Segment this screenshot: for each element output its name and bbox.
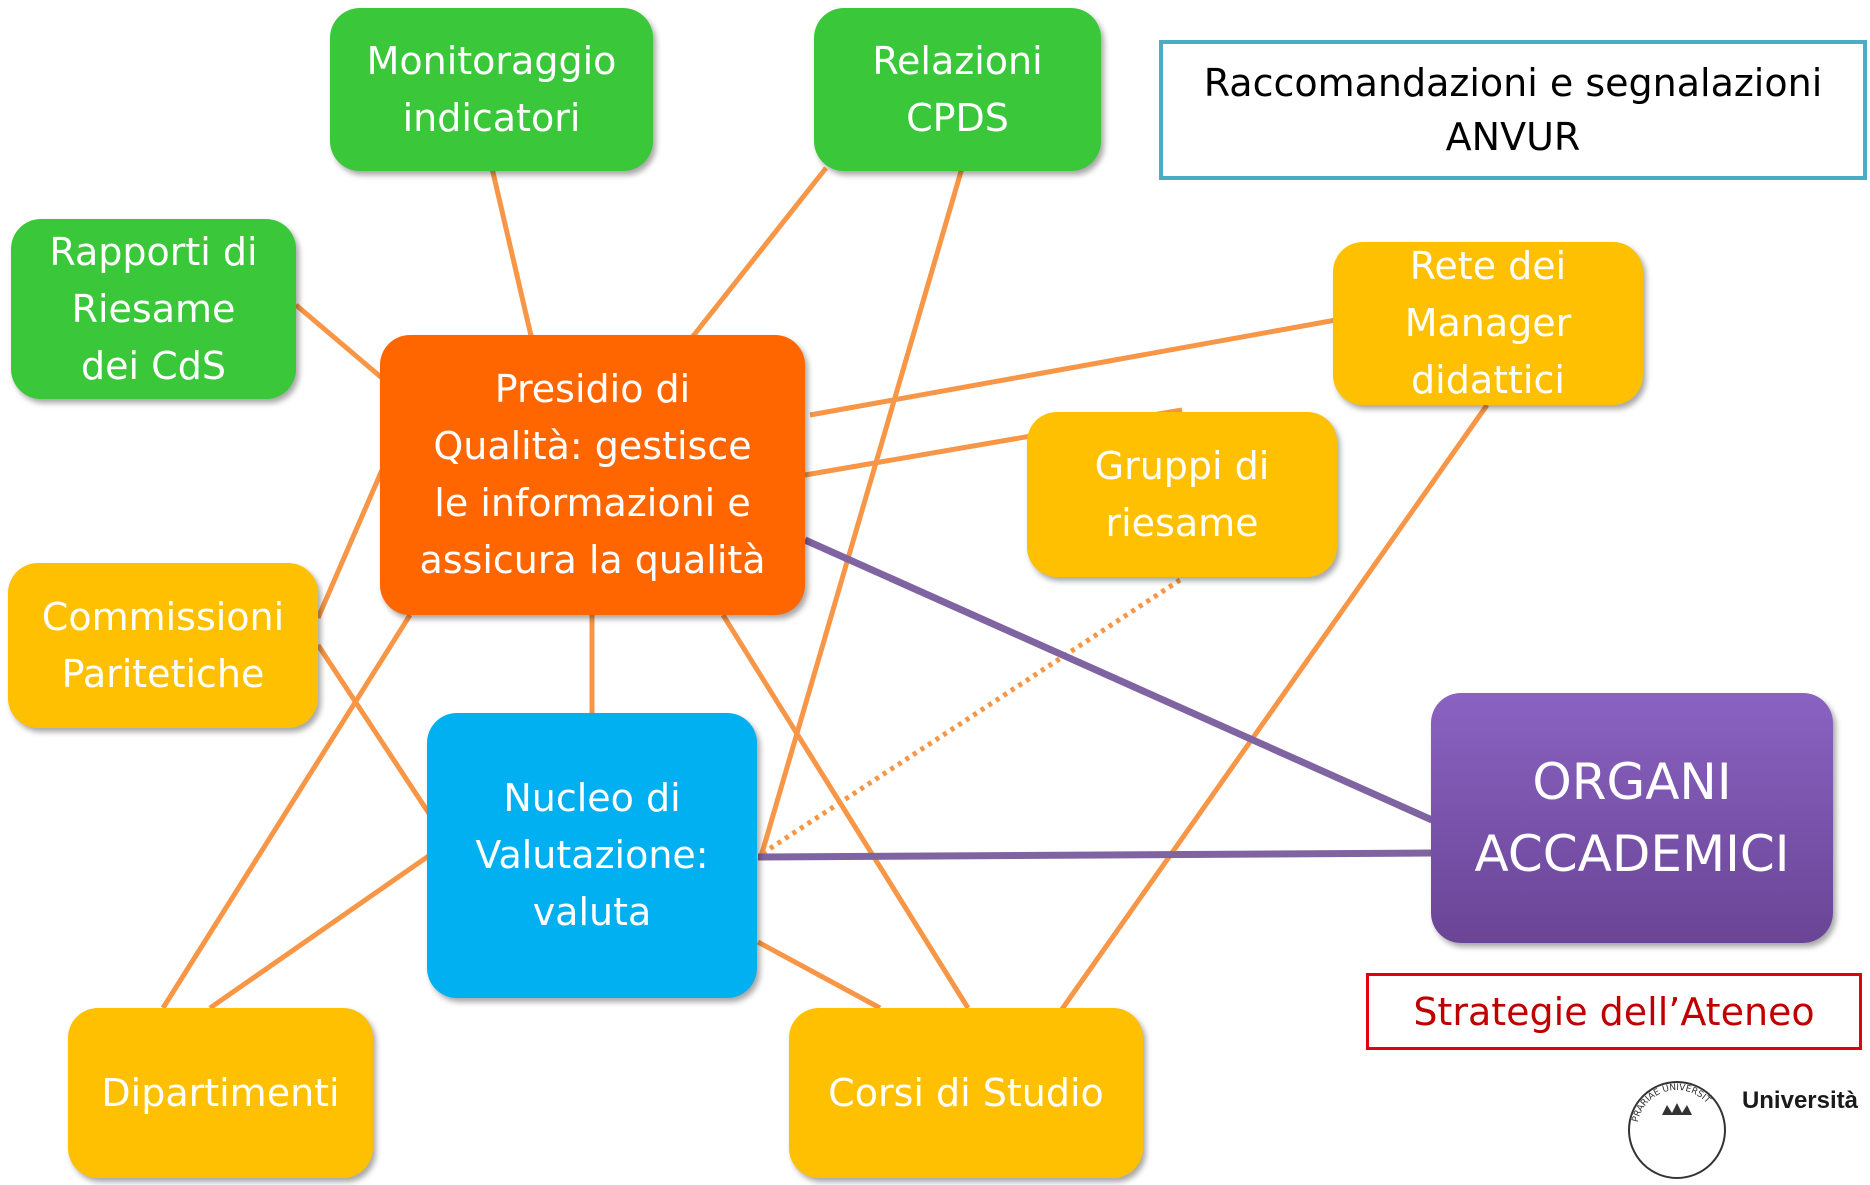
edge-rete-presidio <box>809 317 1337 418</box>
node-rapporti-di-riesame[interactable]: Rapporti di Riesame dei CdS <box>11 219 296 399</box>
strategie-ateneo-note: Strategie dell’Ateneo <box>1366 973 1862 1050</box>
edge-monitoraggio-presidio <box>489 167 535 341</box>
edge-nucleo-dipartimenti <box>208 852 432 1011</box>
node-commissioni-paritetiche[interactable]: Commissioni Paritetiche <box>8 563 318 728</box>
edge-presidio-dipartimenti <box>160 613 413 1010</box>
university-seal-icon: PRARIAE UNIVERSIT <box>1627 1081 1726 1179</box>
node-rete-manager-didattici[interactable]: Rete dei Manager didattici <box>1333 242 1643 405</box>
edge-rete-corsi <box>1057 403 1490 1014</box>
university-name: Università <box>1741 1087 1858 1114</box>
node-organi-accademici[interactable]: ORGANI ACCADEMICI <box>1431 693 1833 943</box>
edge-relazioni-nucleo <box>757 167 965 861</box>
university-logo: PRARIAE UNIVERSIT Università <box>1622 1075 1858 1185</box>
edge-gruppi-nucleo-dotted <box>758 577 1182 858</box>
edge-commissioni-nucleo <box>315 643 433 817</box>
node-nucleo-di-valutazione[interactable]: Nucleo di Valutazione: valuta <box>427 713 757 998</box>
edge-commissioni-presidio <box>315 469 385 619</box>
node-corsi-di-studio[interactable]: Corsi di Studio <box>789 1008 1143 1178</box>
anvur-note: Raccomandazioni e segnalazioni ANVUR <box>1159 40 1867 180</box>
node-dipartimenti[interactable]: Dipartimenti <box>68 1008 373 1178</box>
edge-presidio-organi <box>803 536 1434 824</box>
edge-nucleo-organi <box>757 849 1433 861</box>
edge-relazioni-presidio <box>688 166 828 342</box>
node-presidio-qualita[interactable]: Presidio di Qualità: gestisce le informa… <box>380 335 805 615</box>
edge-rapporti-presidio <box>294 303 384 380</box>
node-monitoraggio-indicatori[interactable]: Monitoraggio indicatori <box>330 8 653 171</box>
edge-nucleo-corsi <box>756 939 882 1011</box>
node-gruppi-di-riesame[interactable]: Gruppi di riesame <box>1027 412 1337 577</box>
edge-presidio-corsi <box>720 613 971 1010</box>
node-relazioni-cpds[interactable]: Relazioni CPDS <box>814 8 1101 171</box>
strategie-ateneo-text: Strategie dell’Ateneo <box>1413 989 1815 1034</box>
anvur-note-text: Raccomandazioni e segnalazioni ANVUR <box>1203 61 1823 159</box>
